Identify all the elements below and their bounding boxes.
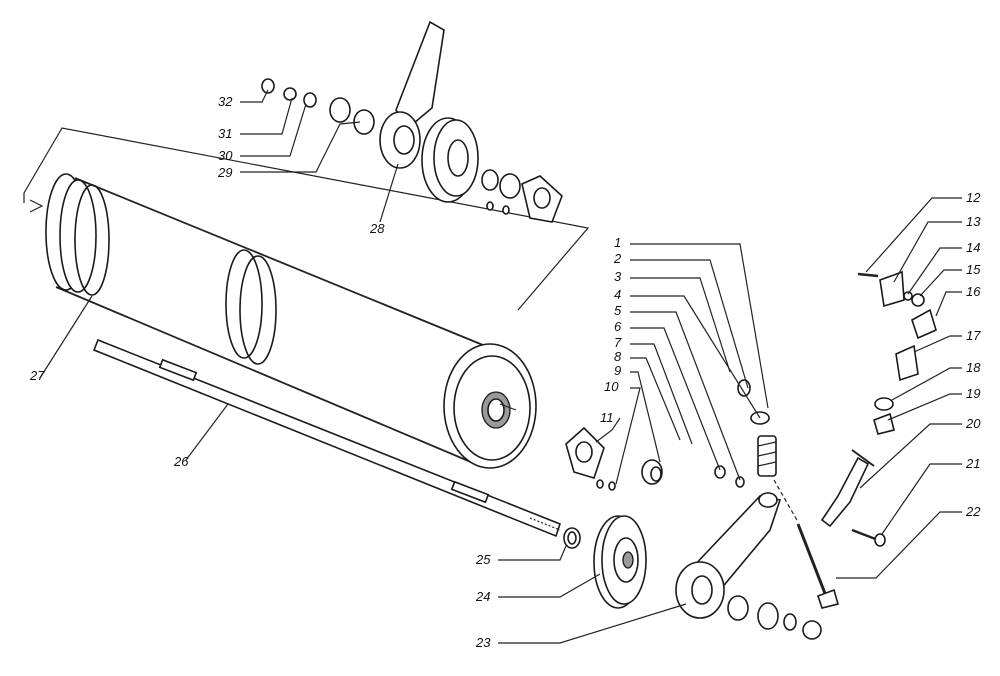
callout-4: 4 <box>614 287 621 302</box>
callout-14: 14 <box>966 240 980 255</box>
callout-27: 27 <box>29 368 45 383</box>
leader-lines <box>39 89 962 644</box>
callout-18: 18 <box>966 360 981 375</box>
callout-25: 25 <box>475 552 491 567</box>
callout-17: 17 <box>966 328 981 343</box>
bearing-flange-11 <box>565 426 616 491</box>
callout-22: 22 <box>965 504 981 519</box>
callout-20: 20 <box>965 416 981 431</box>
callout-10: 10 <box>604 379 619 394</box>
pulley-24 <box>593 515 647 609</box>
roller-drum <box>45 173 537 469</box>
callout-15: 15 <box>966 262 981 277</box>
callout-16: 16 <box>966 284 981 299</box>
callout-31: 31 <box>218 126 232 141</box>
callout-8: 8 <box>614 349 622 364</box>
callout-9: 9 <box>614 363 621 378</box>
callout-3: 3 <box>614 269 622 284</box>
shaft <box>92 338 561 538</box>
callout-12: 12 <box>966 190 981 205</box>
callout-32: 32 <box>218 94 233 109</box>
washer-25 <box>563 527 581 549</box>
callout-28: 28 <box>369 221 385 236</box>
callout-19: 19 <box>966 386 980 401</box>
callout-11: 11 <box>600 410 614 425</box>
callout-29: 29 <box>217 165 232 180</box>
callout-30: 30 <box>218 148 233 163</box>
spring-assembly <box>641 379 777 488</box>
callout-23: 23 <box>475 635 491 650</box>
callout-6: 6 <box>614 319 622 334</box>
callout-5: 5 <box>614 303 622 318</box>
callout-labels: 1 2 3 4 5 6 7 8 9 10 11 12 13 14 15 16 1… <box>29 94 981 650</box>
upper-pulley-assembly <box>261 20 563 223</box>
lever-arm-23 <box>675 492 822 640</box>
bolt-22 <box>773 479 839 609</box>
callout-7: 7 <box>614 335 622 350</box>
assembly-guide-lines <box>23 127 590 311</box>
callout-26: 26 <box>173 454 189 469</box>
callout-13: 13 <box>966 214 981 229</box>
tensioner-hardware <box>820 270 937 547</box>
callout-21: 21 <box>965 456 980 471</box>
callout-24: 24 <box>475 589 490 604</box>
callout-1: 1 <box>614 235 621 250</box>
callout-2: 2 <box>613 251 622 266</box>
